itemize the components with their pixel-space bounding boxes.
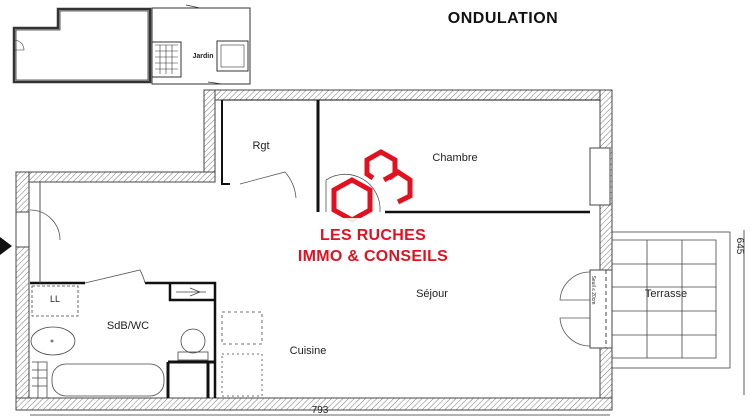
dimension-lines xyxy=(30,230,745,416)
room-label-rgt: Rgt xyxy=(252,140,269,152)
les-ruches-logo xyxy=(331,149,413,223)
logo-line-2: IMMO & CONSEILS xyxy=(298,248,448,265)
room-label-terrasse: Terrasse xyxy=(645,288,687,300)
room-label-cuisine: Cuisine xyxy=(290,345,327,357)
windows xyxy=(15,147,613,349)
room-label-sejour: Séjour xyxy=(416,288,448,300)
room-label-sdb: SdB/WC xyxy=(107,320,149,332)
fixtures xyxy=(30,285,263,398)
width-dimension: 793 xyxy=(312,405,329,416)
depth-dimension: 645 xyxy=(734,238,745,255)
terrace xyxy=(611,231,731,369)
room-label-ll: LL xyxy=(50,294,60,304)
threshold-note: Seuil ≤ 20cm xyxy=(590,276,596,305)
room-label-chambre: Chambre xyxy=(432,152,477,164)
garden-label: Jardin xyxy=(192,53,213,60)
plan-title: ONDULATION xyxy=(448,10,558,27)
entrance-arrow-icon xyxy=(0,237,12,255)
doors xyxy=(29,171,591,347)
logo-line-1: LES RUCHES xyxy=(320,227,426,244)
logo-backdrop xyxy=(280,218,460,268)
mini-location-plan xyxy=(12,4,251,85)
interior-walls xyxy=(30,99,600,398)
